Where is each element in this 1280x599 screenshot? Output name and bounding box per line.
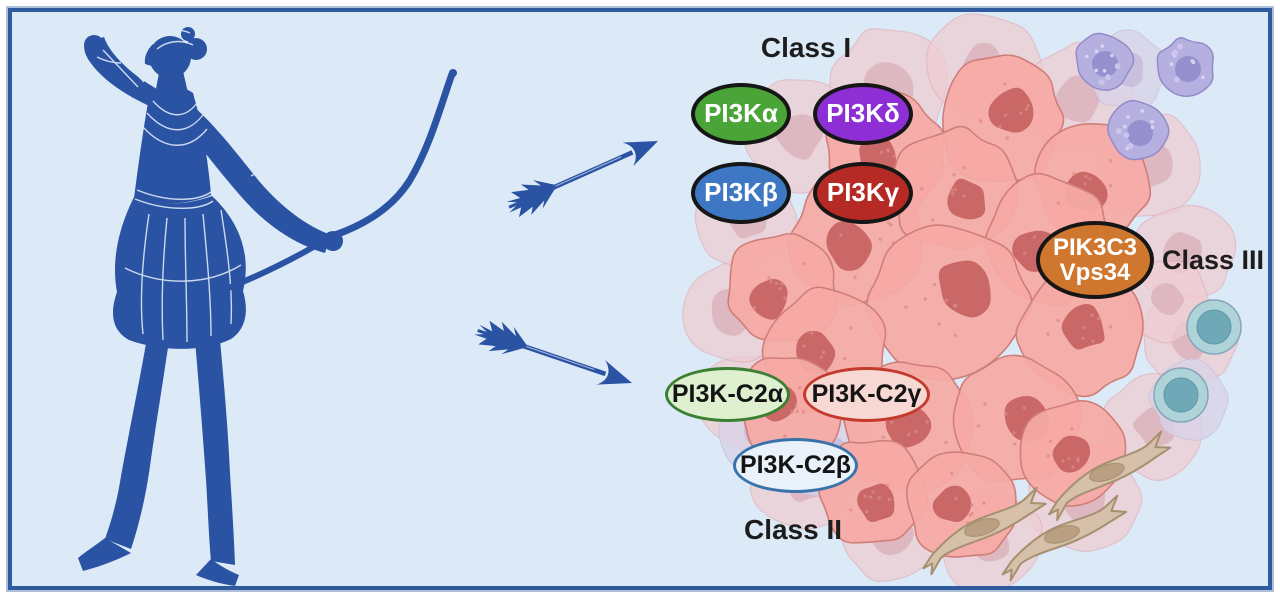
pi3k-gamma-oval: PI3Kγ — [813, 162, 913, 224]
arrow-icon — [506, 141, 658, 218]
pi3k-delta-oval: PI3Kδ — [813, 83, 913, 145]
bow-icon — [223, 69, 457, 292]
pi3k-gamma-label: PI3Kγ — [826, 177, 900, 208]
pik3c3-vps34-label: PIK3C3 Vps34 — [1052, 233, 1138, 286]
pi3k-c2-alpha-oval: PI3K-C2α — [665, 367, 790, 422]
pik3c3-vps34-oval: PIK3C3 Vps34 — [1036, 221, 1154, 299]
pi3k-c2-gamma-label: PI3K-C2γ — [811, 380, 922, 409]
pi3k-c2-gamma-oval: PI3K-C2γ — [803, 367, 930, 422]
artemis-archer-icon — [78, 27, 343, 586]
pi3k-c2-beta-oval: PI3K-C2β — [733, 438, 858, 493]
pi3k-c2-beta-label: PI3K-C2β — [739, 451, 852, 480]
pi3k-delta-label: PI3Kδ — [826, 98, 900, 129]
pi3k-c2-alpha-label: PI3K-C2α — [671, 380, 784, 409]
pi3k-alpha-oval: PI3Kα — [691, 83, 791, 145]
pik3c3-label-line1: PIK3C3 — [1052, 233, 1138, 261]
class-i-label: Class I — [760, 32, 852, 63]
pi3k-beta-oval: PI3Kβ — [691, 162, 791, 224]
pi3k-alpha-label: PI3Kα — [704, 98, 778, 129]
arrow-icon — [474, 320, 632, 385]
figure-frame — [8, 8, 1272, 590]
class-iii-label: Class III — [1161, 245, 1265, 275]
fibroblast-cell-icon — [922, 430, 1172, 582]
figure-artwork — [78, 13, 1242, 586]
class-ii-label: Class II — [743, 514, 843, 545]
immune-cell-purple-icon — [1075, 32, 1214, 161]
pik3c3-label-line2: Vps34 — [1059, 259, 1131, 286]
pi3k-beta-label: PI3Kβ — [704, 177, 778, 208]
immune-cell-teal-icon — [1153, 299, 1242, 423]
